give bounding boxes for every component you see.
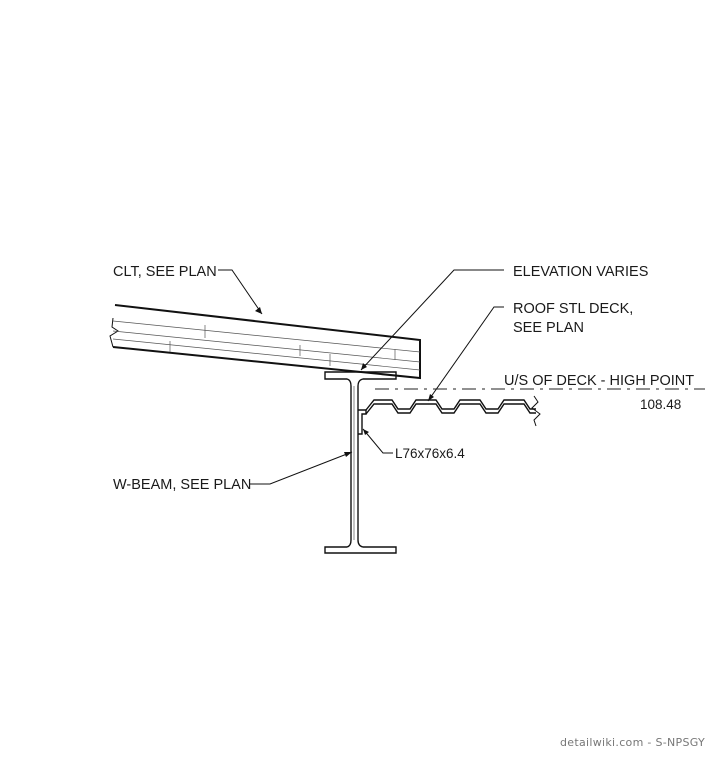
elevation-label: ELEVATION VARIES	[513, 264, 648, 280]
beam-label: W-BEAM, SEE PLAN	[113, 477, 251, 493]
steel-angle	[358, 409, 367, 435]
roof-steel-deck	[365, 395, 541, 427]
leaders	[218, 269, 504, 485]
clt-panel	[109, 304, 421, 380]
deck-label-line2: SEE PLAN	[513, 320, 584, 336]
clt-label: CLT, SEE PLAN	[113, 264, 217, 280]
deck-label-line1: ROOF STL DECK,	[513, 301, 633, 317]
angle-label: L76x76x6.4	[395, 446, 465, 461]
level-title: U/S OF DECK - HIGH POINT	[504, 373, 694, 389]
level-value: 108.48	[640, 397, 681, 412]
w-beam	[324, 371, 397, 554]
watermark: detailwiki.com - S-NPSGY	[560, 736, 705, 749]
